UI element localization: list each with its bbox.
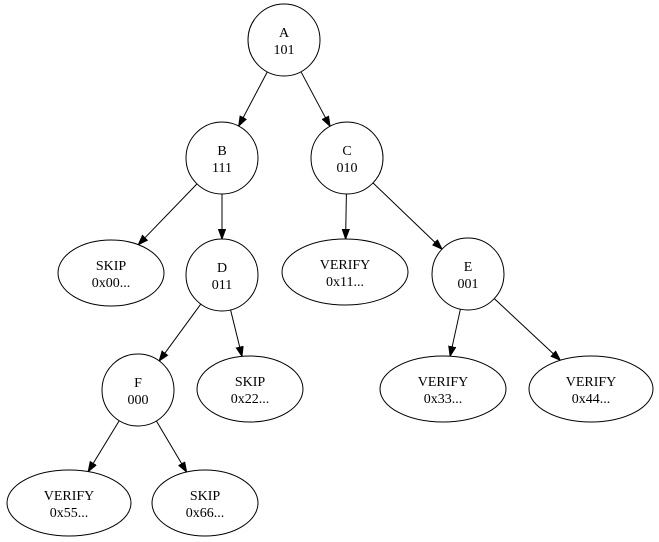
node-A-shape [247,3,321,77]
node-V44-shape [528,355,654,423]
edge-C-V11 [346,193,347,239]
node-V33-sublabel: 0x33... [424,392,463,407]
node-C-shape [310,121,384,195]
node-S66-label: SKIP [190,489,221,504]
node-A: A 101 [247,3,321,77]
node-D-shape [185,238,259,312]
node-V11-shape [281,238,409,306]
edge-D-S22 [230,309,242,356]
node-E-shape [431,237,505,311]
edge-F-V55 [88,420,120,472]
node-B: B 111 [185,121,259,195]
node-S22: SKIP 0x22... [196,355,304,423]
edge-F-S66 [155,420,186,472]
node-S00-sublabel: 0x00... [92,276,131,291]
node-B-sublabel: 111 [212,161,232,176]
node-D-label: D [217,261,227,276]
nodes-layer: A101B111C010SKIP0x00...D011VERIFY0x11...… [6,3,654,537]
edge-B-S00 [138,183,198,245]
node-C-sublabel: 010 [337,161,358,176]
edges-layer [88,71,560,472]
node-F: F 000 [101,353,175,427]
node-V44-label: VERIFY [566,375,617,390]
node-S22-sublabel: 0x22... [231,392,270,407]
node-C-label: C [342,144,351,159]
node-A-label: A [279,26,290,41]
node-S22-label: SKIP [235,375,266,390]
node-V55-label: VERIFY [44,489,95,504]
edge-C-E [372,182,442,249]
node-A-sublabel: 101 [274,43,295,58]
node-S66: SKIP 0x66... [151,469,259,537]
edge-A-C [300,71,330,126]
node-S00-label: SKIP [96,259,127,274]
node-F-shape [101,353,175,427]
node-C: C 010 [310,121,384,195]
node-V11: VERIFY 0x11... [281,238,409,306]
node-E-label: E [464,260,473,275]
node-E-sublabel: 001 [458,277,479,292]
node-V33-shape [379,355,507,423]
edge-E-V33 [450,309,461,356]
node-B-label: B [217,144,226,159]
node-V33-label: VERIFY [418,375,469,390]
node-S66-shape [151,469,259,537]
node-F-label: F [134,376,142,391]
edge-A-B [239,71,268,126]
node-S22-shape [196,355,304,423]
node-S00-shape [57,239,165,307]
node-V11-sublabel: 0x11... [326,275,364,290]
edge-E-V44 [493,298,560,361]
node-V44: VERIFY 0x44... [528,355,654,423]
node-V11-label: VERIFY [320,258,371,273]
node-V44-sublabel: 0x44... [572,392,611,407]
node-S00: SKIP 0x00... [57,239,165,307]
node-E: E 001 [431,237,505,311]
node-V55-shape [6,469,132,537]
node-D-sublabel: 011 [212,278,232,293]
edge-D-F [159,303,202,361]
node-S66-sublabel: 0x66... [186,506,225,521]
node-V55-sublabel: 0x55... [50,506,89,521]
node-V33: VERIFY 0x33... [379,355,507,423]
node-V55: VERIFY 0x55... [6,469,132,537]
node-B-shape [185,121,259,195]
node-D: D 011 [185,238,259,312]
node-F-sublabel: 000 [128,393,149,408]
